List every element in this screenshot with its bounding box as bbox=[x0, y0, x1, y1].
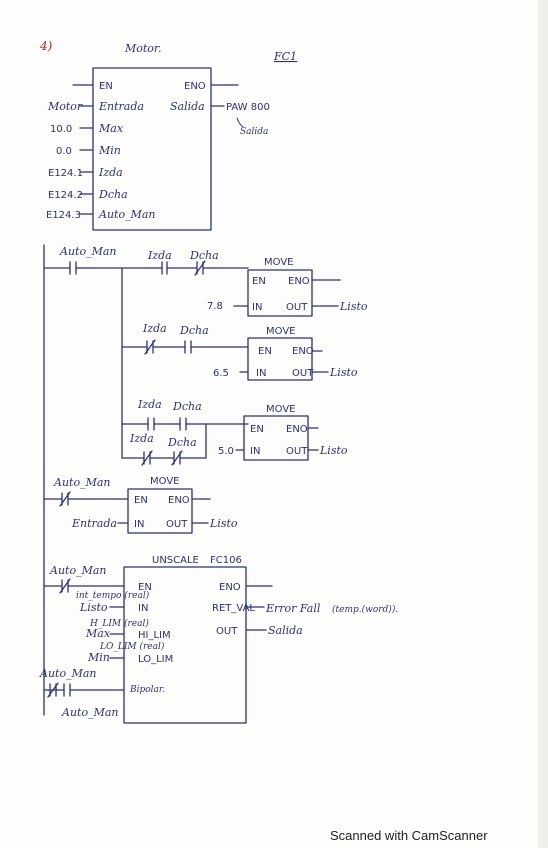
rung3-move-en: EN bbox=[250, 424, 264, 435]
rung4-move-title: MOVE bbox=[150, 476, 179, 487]
rung1-in-value: 7.8 bbox=[207, 301, 223, 312]
rung2-move-box bbox=[247, 337, 313, 381]
rung2-out-value: Listo bbox=[329, 366, 358, 379]
rung4-in-value: Entrada bbox=[71, 517, 117, 530]
rung4-move-en: EN bbox=[134, 495, 148, 506]
fc-pin-eno: ENO bbox=[184, 81, 206, 92]
unscale-pin-retval: RET_VAL bbox=[212, 603, 255, 614]
unscale-note-lo: LO_LIM (real) bbox=[99, 641, 165, 652]
rung-5: UNSCALE FC106 Auto_Man EN IN HI_LIM LO_L… bbox=[39, 555, 398, 724]
rung2-in-value: 6.5 bbox=[213, 368, 229, 379]
rung1-c1-label: Izda bbox=[147, 249, 172, 262]
fc-note-salida: Salida bbox=[240, 127, 268, 137]
unscale-note-hi: H_LIM (real) bbox=[89, 618, 149, 629]
fc-pin-dcha: Dcha bbox=[98, 188, 128, 201]
block-tag: FC1 bbox=[273, 50, 297, 63]
exercise-number: 4) bbox=[39, 39, 53, 53]
unscale-pin-out: OUT bbox=[216, 626, 238, 637]
unscale-id: FC106 bbox=[210, 555, 242, 566]
rung2-c1-label: Izda bbox=[142, 322, 167, 335]
unscale-note-in: int_tempo (real) bbox=[76, 590, 150, 601]
unscale-pin-hilim: HI_LIM bbox=[138, 630, 171, 641]
rung2-move-title: MOVE bbox=[266, 326, 295, 337]
fc-pin-salida: Salida bbox=[170, 100, 205, 113]
unscale-retval-wire: Error Fall bbox=[265, 602, 321, 615]
rung-3: Izda Dcha Izda Dcha MOVE EN ENO IN OUT 5… bbox=[121, 398, 348, 466]
page-title: Motor. bbox=[124, 42, 161, 55]
fc-wire-min: 0.0 bbox=[56, 146, 72, 157]
rung3-in-value: 5.0 bbox=[218, 446, 234, 457]
fc-pin-en: EN bbox=[99, 81, 113, 92]
rung3-c3-label: Izda bbox=[129, 432, 154, 445]
rung3-out-value: Listo bbox=[319, 444, 348, 457]
rung4-move-out: OUT bbox=[166, 519, 188, 530]
rung1-move-box bbox=[247, 269, 313, 317]
rung1-contact-label: Auto_Man bbox=[59, 245, 116, 258]
fc-wire-e1243: E124.3 bbox=[46, 210, 81, 221]
fc-wire-e1242: E124.2 bbox=[48, 190, 83, 201]
page-edge bbox=[538, 0, 548, 848]
rung3-move-title: MOVE bbox=[266, 404, 295, 415]
unscale-pin-en: EN bbox=[138, 582, 152, 593]
rung2-move-in: IN bbox=[256, 368, 266, 379]
fc-pin-auto-man: Auto_Man bbox=[98, 208, 155, 221]
fc-wire-max: 10.0 bbox=[50, 124, 72, 135]
unscale-wire-in: Listo bbox=[79, 601, 108, 614]
rung-1: Auto_Man Izda Dcha MOVE EN ENO IN OUT 7.… bbox=[43, 245, 368, 317]
rung3-move-box bbox=[243, 415, 309, 461]
rung3-c2-label: Dcha bbox=[172, 400, 202, 413]
rung1-move-eno: ENO bbox=[288, 276, 310, 287]
fc-wire-motor: Motor bbox=[47, 100, 83, 113]
unscale-title: UNSCALE bbox=[152, 555, 199, 566]
rung3-c4-label: Dcha bbox=[167, 436, 197, 449]
rung2-move-out: OUT bbox=[292, 368, 314, 379]
rung4-contact-label: Auto_Man bbox=[53, 476, 110, 489]
rung4-move-eno: ENO bbox=[168, 495, 190, 506]
unscale-pin-lolim: LO_LIM bbox=[138, 654, 173, 665]
fc-pin-entrada: Entrada bbox=[98, 100, 144, 113]
rung5-contact2-bottom-label: Auto_Man bbox=[61, 706, 118, 719]
rung1-move-out: OUT bbox=[286, 302, 308, 313]
rung4-move-box bbox=[127, 488, 193, 534]
fc-pin-izda: Izda bbox=[98, 166, 123, 179]
fc-wire-paw800: PAW 800 bbox=[226, 102, 270, 113]
rung4-move-in: IN bbox=[134, 519, 144, 530]
rung3-move-in: IN bbox=[250, 446, 260, 457]
unscale-retval-note: (temp.(word)). bbox=[332, 604, 398, 615]
unscale-out-wire: Salida bbox=[268, 624, 303, 637]
rung-4: Auto_Man MOVE EN ENO IN OUT Entrada List… bbox=[43, 476, 238, 534]
unscale-pin-in: IN bbox=[138, 603, 148, 614]
scanner-watermark: Scanned with CamScanner bbox=[330, 828, 488, 843]
unscale-box bbox=[123, 566, 247, 724]
rung1-move-en: EN bbox=[252, 276, 266, 287]
unscale-pin-eno: ENO bbox=[219, 582, 241, 593]
rung3-move-eno: ENO bbox=[286, 424, 308, 435]
unscale-wire-hi: Max bbox=[85, 627, 111, 640]
unscale-wire-lo: Min bbox=[87, 651, 110, 664]
rung5-contact-label: Auto_Man bbox=[49, 564, 106, 577]
rung1-move-title: MOVE bbox=[264, 257, 293, 268]
rung3-c1-label: Izda bbox=[137, 398, 162, 411]
rung1-c2-label: Dcha bbox=[189, 249, 219, 262]
rung1-out-value: Listo bbox=[339, 300, 368, 313]
rung2-move-eno: ENO bbox=[292, 346, 314, 357]
unscale-pin-bipolar: Bipolar. bbox=[129, 685, 165, 695]
rung5-contact2-top-label: Auto_Man bbox=[39, 667, 96, 680]
rung4-out-value: Listo bbox=[209, 517, 238, 530]
rung2-move-en: EN bbox=[258, 346, 272, 357]
rung-2: Izda Dcha MOVE EN ENO IN OUT 6.5 Listo bbox=[121, 322, 358, 381]
fc-pin-min: Min bbox=[98, 144, 121, 157]
fc-block: EN Entrada Max Min Izda Dcha Auto_Man Mo… bbox=[46, 67, 270, 231]
rung3-move-out: OUT bbox=[286, 446, 308, 457]
fc-wire-e1241: E124.1 bbox=[48, 168, 83, 179]
rung2-c2-label: Dcha bbox=[179, 324, 209, 337]
rung1-move-in: IN bbox=[252, 302, 262, 313]
fc-pin-max: Max bbox=[98, 122, 124, 135]
